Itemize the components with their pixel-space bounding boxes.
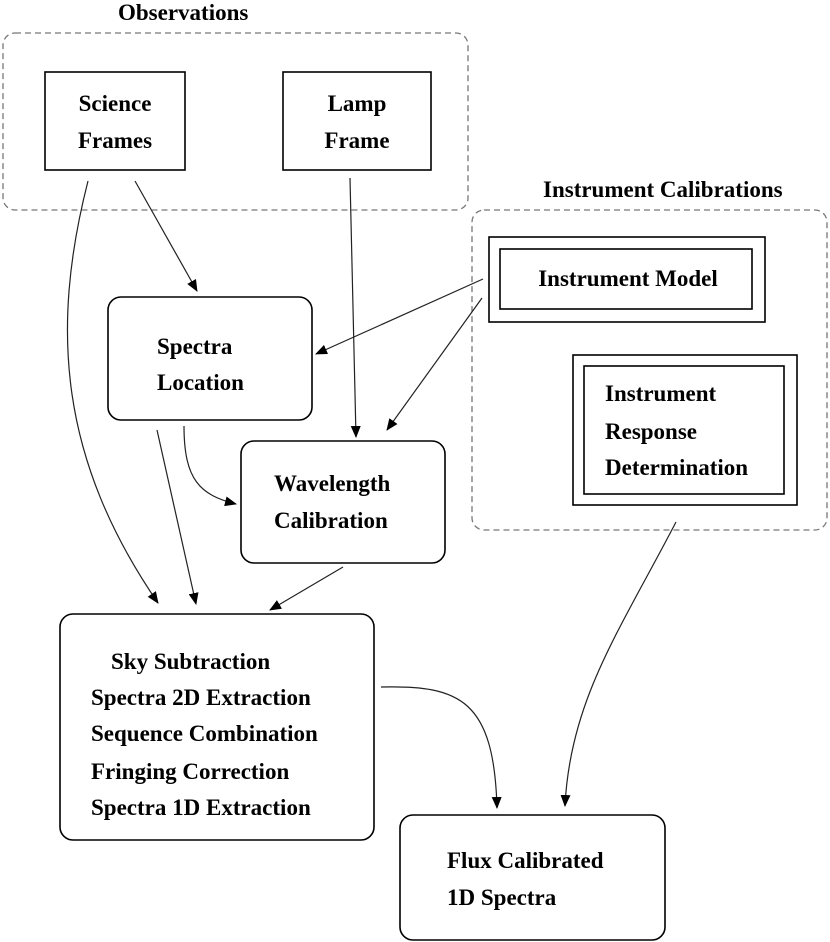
instrument-response-node: Instrument Response Determination xyxy=(572,354,798,506)
observations-group-title: Observations xyxy=(118,0,248,25)
reduction-step-4: Fringing Correction xyxy=(91,759,289,784)
reduction-step-2: Spectra 2D Extraction xyxy=(91,685,311,710)
reduction-step-3: Sequence Combination xyxy=(91,721,318,746)
wavelength-calibration-label-line-2: Calibration xyxy=(274,508,388,533)
instrument-response-label-line-1: Instrument xyxy=(605,381,717,406)
edge-spectra-location-to-wavelength-calibration xyxy=(183,425,237,507)
lamp-frame-node: Lamp Frame xyxy=(282,71,432,171)
edge-instrument-model-to-spectra-location xyxy=(315,278,484,355)
instrument-response-label-line-3: Determination xyxy=(605,455,748,480)
edge-spectra-location-to-reduction-steps xyxy=(156,429,199,605)
instrument-calibrations-group-title: Instrument Calibrations xyxy=(543,177,783,202)
edge-instrument-response-to-flux-calibrated xyxy=(560,521,677,807)
reduction-step-1: Sky Subtraction xyxy=(111,649,270,674)
reduction-steps-node: Sky Subtraction Spectra 2D Extraction Se… xyxy=(59,613,375,841)
science-frames-label-line-1: Science xyxy=(79,91,152,116)
wavelength-calibration-node: Wavelength Calibration xyxy=(240,440,446,564)
edge-wavelength-calibration-to-reduction-steps xyxy=(269,566,344,611)
spectra-location-node: Spectra Location xyxy=(107,296,313,421)
instrument-response-label-line-2: Response xyxy=(605,419,697,444)
edge-lamp-frame-to-wavelength-calibration xyxy=(349,177,361,438)
lamp-frame-label-line-2: Frame xyxy=(324,128,389,153)
instrument-model-node: Instrument Model xyxy=(488,236,766,323)
science-frames-label-line-2: Frames xyxy=(78,128,152,153)
spectra-location-label-line-1: Spectra xyxy=(157,334,233,359)
wavelength-calibration-label-line-1: Wavelength xyxy=(274,471,390,496)
instrument-calibrations-group xyxy=(471,209,828,531)
spectra-location-label-line-2: Location xyxy=(157,370,244,395)
lamp-frame-label-line-1: Lamp xyxy=(328,91,387,116)
flux-calibrated-label-line-1: Flux Calibrated xyxy=(447,848,604,873)
edge-reduction-steps-to-flux-calibrated xyxy=(380,686,502,809)
science-frames-node: Science Frames xyxy=(44,71,186,171)
instrument-model-label: Instrument Model xyxy=(538,266,718,291)
edge-science-frames-to-reduction-steps xyxy=(66,180,159,604)
observations-group xyxy=(2,32,469,211)
edge-instrument-model-to-wavelength-calibration xyxy=(386,297,483,431)
flux-calibrated-node: Flux Calibrated 1D Spectra xyxy=(399,814,666,941)
reduction-step-5: Spectra 1D Extraction xyxy=(91,795,311,820)
flux-calibrated-label-line-2: 1D Spectra xyxy=(447,885,557,910)
edge-science-frames-to-spectra-location xyxy=(134,180,198,292)
